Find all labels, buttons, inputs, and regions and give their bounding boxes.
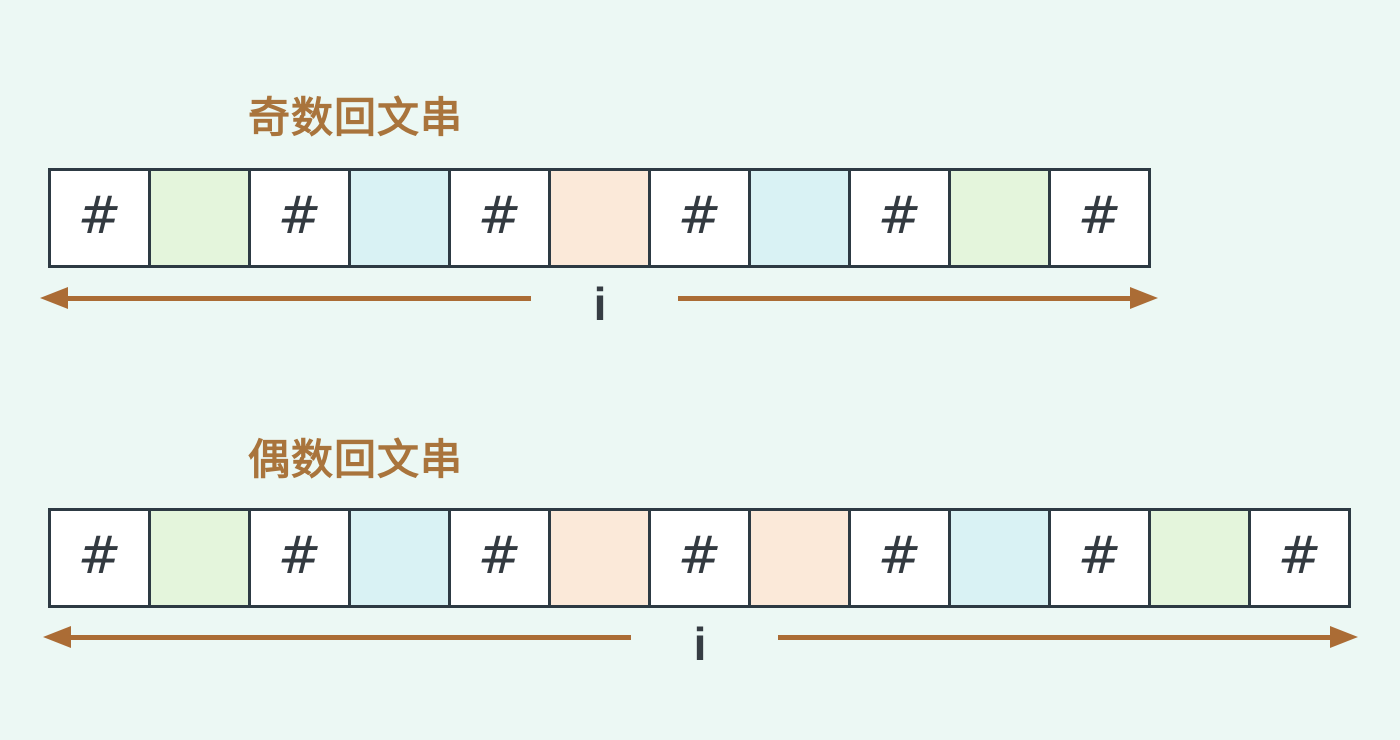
- hash-character: #: [1077, 526, 1122, 586]
- even-section-title: 偶数回文串: [248, 435, 464, 483]
- arrowhead-right-icon: [1130, 287, 1158, 309]
- arrow-line: [69, 635, 631, 640]
- hash-character: #: [277, 526, 322, 586]
- arrowhead-right-icon: [1330, 626, 1358, 648]
- green-character-cell: [948, 168, 1051, 268]
- separator-hash-cell: #: [1048, 508, 1151, 608]
- blue-character-cell: [948, 508, 1051, 608]
- peach-character-cell: [748, 508, 851, 608]
- peach-character-cell: [548, 508, 651, 608]
- arrowhead-left-icon: [43, 626, 71, 648]
- odd-center-index-label: i: [593, 278, 607, 330]
- hash-character: #: [477, 186, 522, 246]
- separator-hash-cell: #: [848, 168, 951, 268]
- odd-left-extent-arrow: [40, 287, 531, 309]
- hash-character: #: [477, 526, 522, 586]
- peach-character-cell: [548, 168, 651, 268]
- arrow-line: [778, 635, 1332, 640]
- even-center-index-label: i: [693, 618, 707, 670]
- separator-hash-cell: #: [448, 508, 551, 608]
- separator-hash-cell: #: [848, 508, 951, 608]
- blue-character-cell: [748, 168, 851, 268]
- odd-section-title: 奇数回文串: [248, 93, 464, 141]
- even-cell-row: # # # # # # #: [48, 508, 1351, 608]
- arrow-line: [678, 296, 1132, 301]
- odd-right-extent-arrow: [678, 287, 1158, 309]
- hash-character: #: [1277, 526, 1322, 586]
- separator-hash-cell: #: [448, 168, 551, 268]
- separator-hash-cell: #: [648, 168, 751, 268]
- arrowhead-left-icon: [40, 287, 68, 309]
- separator-hash-cell: #: [648, 508, 751, 608]
- separator-hash-cell: #: [48, 508, 151, 608]
- hash-character: #: [77, 526, 122, 586]
- even-left-extent-arrow: [43, 626, 631, 648]
- green-character-cell: [148, 168, 251, 268]
- green-character-cell: [1148, 508, 1251, 608]
- arrow-line: [66, 296, 531, 301]
- separator-hash-cell: #: [48, 168, 151, 268]
- hash-character: #: [877, 526, 922, 586]
- hash-character: #: [1077, 186, 1122, 246]
- hash-character: #: [677, 186, 722, 246]
- separator-hash-cell: #: [248, 168, 351, 268]
- green-character-cell: [148, 508, 251, 608]
- blue-character-cell: [348, 168, 451, 268]
- hash-character: #: [877, 186, 922, 246]
- hash-character: #: [77, 186, 122, 246]
- separator-hash-cell: #: [1248, 508, 1351, 608]
- even-right-extent-arrow: [778, 626, 1358, 648]
- odd-cell-row: # # # # # #: [48, 168, 1151, 268]
- separator-hash-cell: #: [1048, 168, 1151, 268]
- separator-hash-cell: #: [248, 508, 351, 608]
- blue-character-cell: [348, 508, 451, 608]
- hash-character: #: [677, 526, 722, 586]
- hash-character: #: [277, 186, 322, 246]
